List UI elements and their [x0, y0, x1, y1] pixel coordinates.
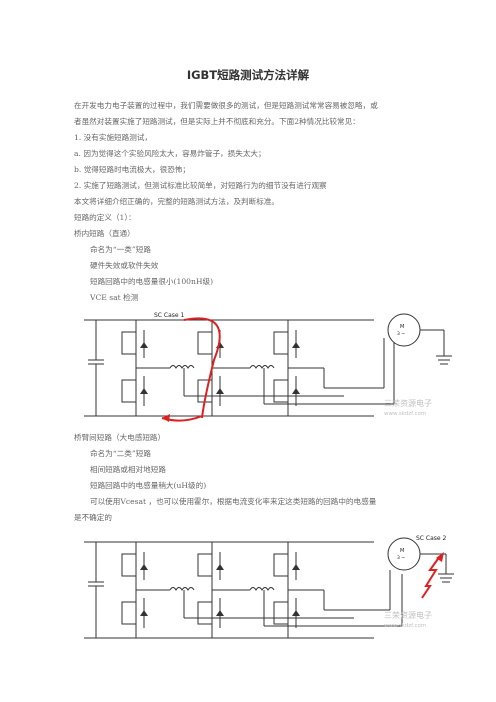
page-title: IGBT短路测试方法详解: [186, 68, 310, 82]
list-item: 相间短路或相对地短路: [90, 465, 166, 474]
list-item: VCE sat 检测: [90, 293, 139, 302]
list-item: 可以使用Vcesat ，也可以使用霍尔，根据电流变化率来定这类短路的回路中的电感…: [90, 497, 377, 506]
watermark-url: www.skdzf.com: [384, 411, 426, 417]
paragraph-line: b. 觉得短路时电流极大，很恐怖；: [74, 165, 190, 174]
motor-sub-label: 3 ~: [397, 331, 405, 337]
circuit-diagram-sc-case-1: SC Case 1 M 3 ~ 三荣资源电子 www.skdzf.com: [84, 312, 452, 422]
paragraph-line: 2. 实施了短路测试，但测试标准比较简单，对短路行为的细节没有进行观察: [74, 181, 327, 190]
motor-label: M: [400, 548, 404, 554]
watermark-text: 三荣资源电子: [384, 610, 432, 620]
list-item: 命名为“一类”短路: [90, 245, 151, 254]
paragraph-line: 本文将详细介绍正确的，完整的短路测试方法，及判断标准。: [74, 197, 280, 206]
paragraph-line: a. 因为觉得这个实验风险太大，容易炸管子，损失太大；: [74, 149, 266, 158]
watermark-text: 三荣资源电子: [384, 398, 432, 408]
list-item: 硬件失效或软件失效: [90, 261, 159, 270]
list-item-continuation: 是不确定的: [74, 513, 112, 522]
paragraph-line: 桥内短路（直通）: [74, 229, 135, 238]
list-item: 短路回路中的电感量很小(100nH级): [90, 277, 214, 286]
paragraph-line: 者虽然对装置实施了短路测试，但是实际上并不彻底和充分。下面2种情况比较常见：: [74, 117, 360, 126]
sc-case-1-label: SC Case 1: [154, 312, 184, 319]
motor-sub-label: 3 ~: [397, 555, 405, 561]
motor-label: M: [400, 324, 404, 330]
circuit-diagram-sc-case-2: SC Case 2 M 3 ~ 三荣资源电子 www.skdzf.com: [84, 535, 454, 639]
paragraph-line: 在开发电力电子装置的过程中，我们需要做很多的测试，但是短路测试常常容易被忽略，或: [74, 101, 378, 110]
section-heading: 桥臂间短路（大电感短路）: [74, 433, 166, 442]
watermark-url: www.skdzf.com: [384, 623, 426, 629]
sc-case-2-label: SC Case 2: [416, 535, 446, 542]
list-item: 短路回路中的电感量稍大(uH级的): [90, 481, 207, 490]
list-item: 命名为“二类”短路: [90, 449, 151, 458]
paragraph-line: 短路的定义（1）：: [74, 213, 136, 222]
paragraph-line: 1. 没有实施短路测试，: [74, 133, 153, 142]
